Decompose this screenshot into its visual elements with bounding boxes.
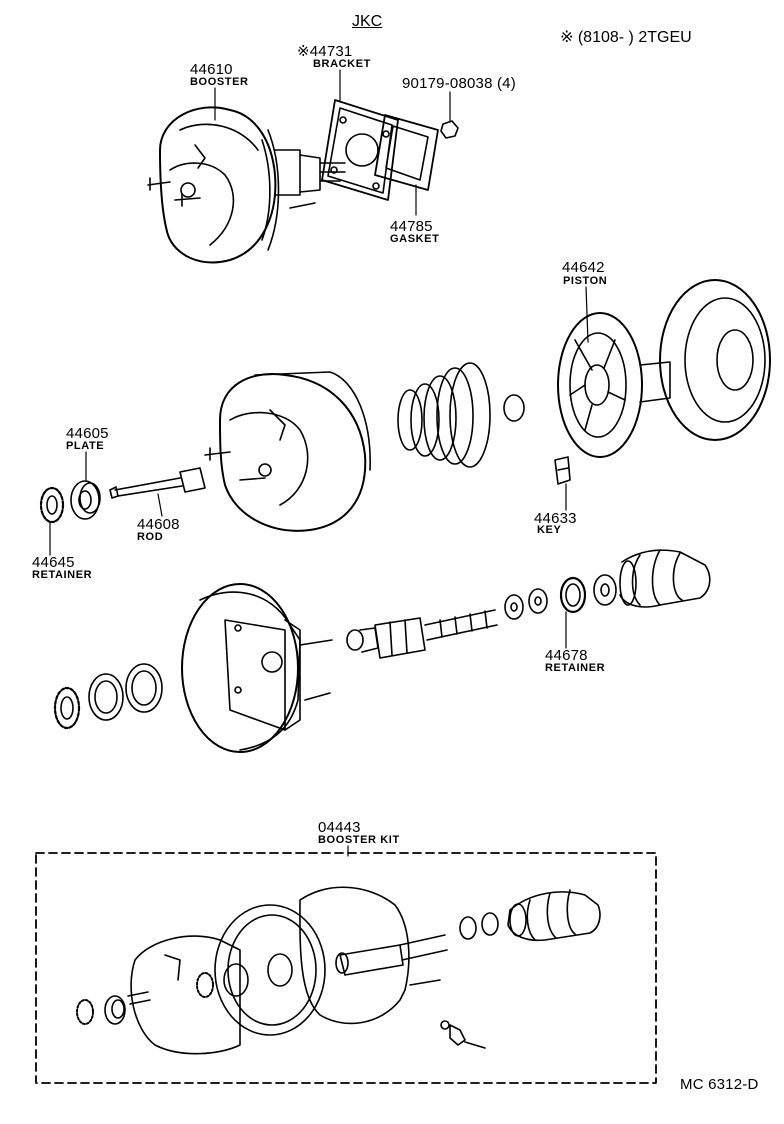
part-number-gasket: 44785 xyxy=(390,218,433,235)
boot-drawing xyxy=(594,550,710,607)
return-spring-drawing xyxy=(398,363,524,467)
part-number-nut: 90179-08038 (4) xyxy=(402,75,516,92)
piston-drawing xyxy=(558,280,770,457)
valve-body-drawing xyxy=(347,589,547,658)
leader-lines xyxy=(50,70,588,856)
booster-kit-frame xyxy=(36,853,656,1083)
drawing-code: MC 6312-D xyxy=(680,1076,759,1093)
part-number-piston: 44642 xyxy=(562,259,605,276)
retainer-rear-drawing xyxy=(561,578,585,612)
key-drawing xyxy=(555,457,570,484)
part-name-piston: PISTON xyxy=(563,275,608,287)
part-number-plate: 44605 xyxy=(66,425,109,442)
retainer-front-drawing xyxy=(41,488,63,522)
part-number-key: 44633 xyxy=(534,510,577,527)
gasket-drawing xyxy=(375,115,438,190)
part-name-bracket: BRACKET xyxy=(313,58,371,70)
part-name-plate: PLATE xyxy=(66,440,105,452)
plate-drawing xyxy=(71,481,100,519)
part-name-retainer-front: RETAINER xyxy=(32,569,93,581)
rod-drawing xyxy=(110,468,205,498)
part-name-key: KEY xyxy=(537,524,562,536)
part-number-booster: 44610 xyxy=(190,61,233,78)
booster-kit-drawing xyxy=(77,887,600,1053)
part-name-rod: ROD xyxy=(137,531,164,543)
rear-shell-drawing xyxy=(205,372,370,531)
applicability-note: ※ (8108- ) 2TGEU xyxy=(560,29,692,46)
model-code: JKC xyxy=(352,13,383,30)
part-number-retainer-front: 44645 xyxy=(32,554,75,571)
booster-assembly-drawing xyxy=(148,107,345,262)
part-name-gasket: GASKET xyxy=(390,233,440,245)
part-name-booster-kit: BOOSTER KIT xyxy=(318,834,400,846)
part-number-bracket: ※44731 xyxy=(297,43,353,60)
part-number-retainer-rear: 44678 xyxy=(545,647,588,664)
part-name-booster: BOOSTER xyxy=(190,76,249,88)
part-number-rod: 44608 xyxy=(137,516,180,533)
part-number-booster-kit: 04443 xyxy=(318,819,361,836)
front-seal-drawing xyxy=(55,664,162,728)
front-shell-drawing xyxy=(182,584,332,752)
nut-drawing xyxy=(441,121,458,138)
part-name-retainer-rear: RETAINER xyxy=(545,662,606,674)
bracket-drawing xyxy=(322,100,398,200)
